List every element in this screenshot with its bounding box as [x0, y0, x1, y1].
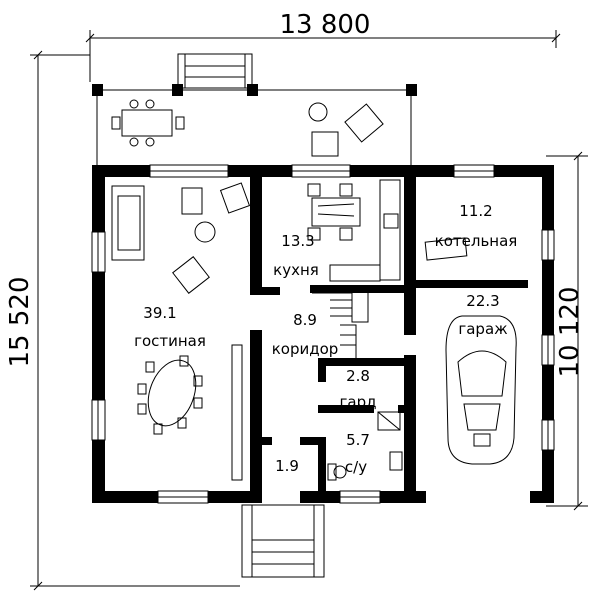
room-boiler-name: котельная — [435, 232, 518, 250]
room-bathroom-area: 5.7 — [346, 431, 370, 449]
room-kitchen-name: кухня — [273, 261, 319, 279]
terrace — [92, 84, 417, 165]
dimension-top-width: 13 800 — [280, 10, 371, 40]
room-corridor-name: коридор — [272, 340, 339, 358]
room-wardrobe-area: 2.8 — [346, 367, 370, 385]
room-boiler-area: 11.2 — [459, 202, 492, 220]
dimension-right-height: 10 120 — [555, 287, 585, 378]
room-vestibule-area: 1.9 — [275, 457, 299, 475]
room-labels: 39.1 гостиная 13.3 кухня 11.2 котельная … — [134, 202, 517, 476]
dimension-left-height: 15 520 — [5, 277, 35, 368]
room-wardrobe-name: гард — [340, 393, 377, 411]
room-living-name: гостиная — [134, 332, 206, 350]
room-bathroom-name: с/у — [345, 458, 367, 476]
staircase — [312, 290, 369, 358]
room-kitchen-area: 13.3 — [281, 232, 314, 250]
room-garage-area: 22.3 — [466, 292, 499, 310]
terrace-steps — [177, 53, 253, 89]
entrance-steps — [241, 504, 325, 578]
room-corridor-area: 8.9 — [293, 311, 317, 329]
windows — [91, 164, 555, 504]
dimension-lines — [30, 30, 588, 591]
furniture — [111, 99, 517, 481]
room-living-area: 39.1 — [143, 304, 176, 322]
room-garage-name: гараж — [458, 320, 507, 338]
